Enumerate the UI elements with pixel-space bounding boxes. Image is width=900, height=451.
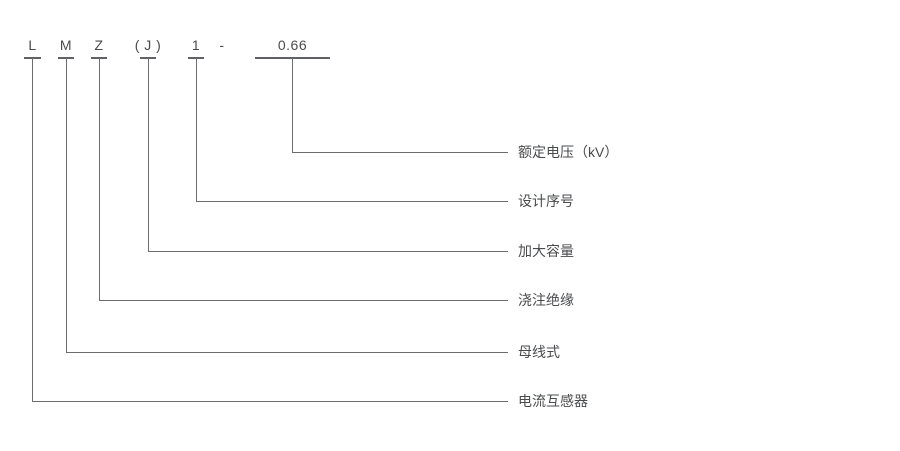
callout-label-bus-type: 母线式 [518,344,560,360]
model-code-segment-dash-text: - [219,37,225,53]
connector-hline-cast-insulation [99,300,508,301]
model-code-segment-l: L [24,36,41,59]
model-code-segment-m-text: M [59,37,73,53]
connector-hline-enlarged-capacity [148,251,508,252]
connector-vline-rated-voltage [292,58,293,152]
callout-label-rated-voltage: 额定电压（kV） [518,144,619,160]
model-code-segment-serial-text: 1 [191,37,201,53]
connector-vline-current-transformer [32,58,33,401]
model-code-segment-voltage-text: 0.66 [277,37,308,53]
callout-label-current-transformer: 电流互感器 [518,393,588,409]
model-code-segment-serial: 1 [188,36,204,59]
model-code-segment-z-text: Z [94,37,104,53]
connector-hline-current-transformer [32,401,508,402]
model-code-segment-dash: - [217,36,227,57]
model-code-segment-j: ( J ) [135,36,161,59]
connector-hline-rated-voltage [292,152,508,153]
model-code-segment-j-text: ( J ) [134,37,162,53]
model-code-segment-z: Z [91,36,107,59]
model-code-segment-m: M [58,36,74,59]
connector-vline-design-serial [196,58,197,201]
model-code-segment-l-text: L [28,37,37,53]
connector-vline-cast-insulation [99,58,100,300]
connector-hline-bus-type [66,352,508,353]
connector-hline-design-serial [196,201,508,202]
callout-label-cast-insulation: 浇注绝缘 [518,292,574,308]
model-code-segment-voltage: 0.66 [255,36,330,59]
connector-vline-bus-type [66,58,67,352]
callout-label-enlarged-capacity: 加大容量 [518,243,574,259]
connector-vline-enlarged-capacity [148,58,149,251]
callout-label-design-serial: 设计序号 [518,193,574,209]
